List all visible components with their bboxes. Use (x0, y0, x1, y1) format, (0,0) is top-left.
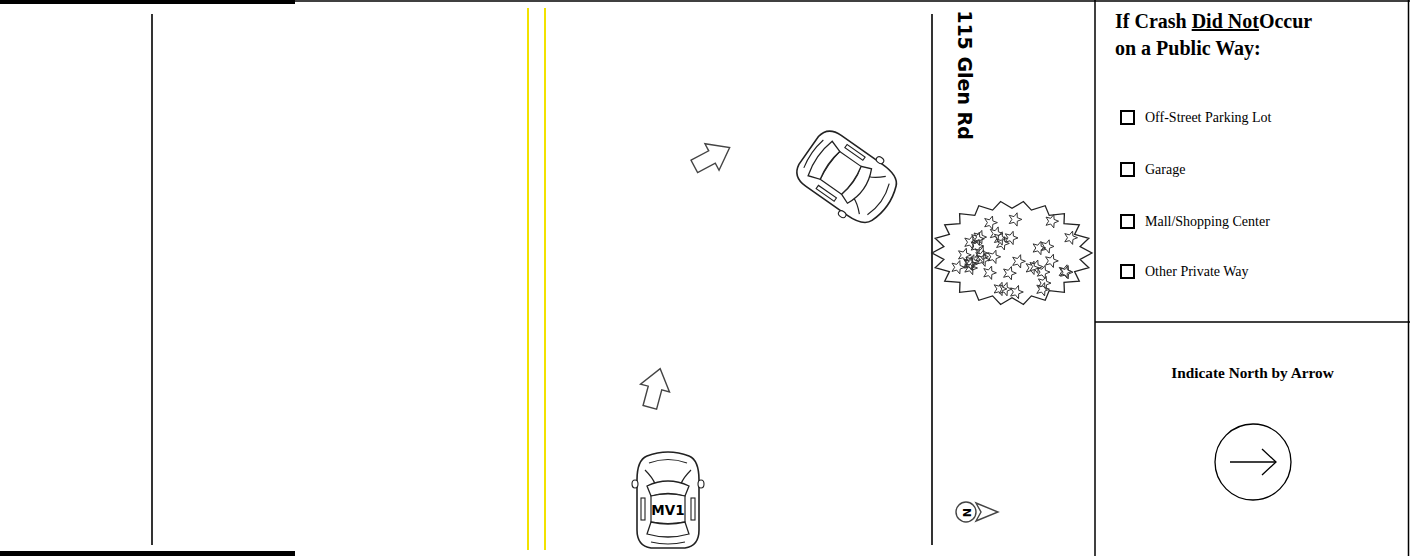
road-edge (931, 14, 933, 545)
bush-leaf (952, 261, 965, 274)
bush-leaf (1065, 231, 1078, 244)
bush-leaf (985, 216, 998, 229)
vehicle-label: MV1 (633, 501, 703, 519)
checkbox-option: Off-Street Parking Lot (1145, 109, 1272, 127)
north-arrow (1230, 461, 1276, 462)
heading-text: Occur (1259, 10, 1312, 32)
checkbox-option: Mall/Shopping Center (1145, 213, 1270, 231)
compass-letter: N (960, 507, 973, 516)
checkbox-option: Garage (1145, 161, 1185, 179)
vehicle-body (632, 452, 704, 548)
checkbox (1121, 265, 1134, 278)
direction-arrow (635, 365, 674, 411)
street-name: 115 Glen Rd (954, 10, 976, 140)
bush-leaf (1060, 266, 1073, 279)
road-edge (151, 14, 153, 545)
frame-bar (0, 0, 295, 4)
bush-leaf (999, 283, 1012, 296)
compass-pointer (976, 503, 998, 521)
center-line (544, 8, 546, 550)
frame-line (295, 0, 1410, 2)
heading-text: on a Public Way: (1115, 35, 1405, 62)
north-circle (1215, 424, 1291, 500)
bush-leaf (988, 250, 1001, 263)
north-arrow (1262, 449, 1276, 475)
bush-leaf (1005, 231, 1018, 244)
north-panel: Indicate North by Arrow (1095, 322, 1410, 556)
bush-leaf (1009, 213, 1022, 226)
emphasis-text: Did Not (1192, 10, 1259, 32)
checkbox-option: Other Private Way (1145, 263, 1249, 281)
panel-border (1408, 0, 1410, 556)
center-line (527, 8, 529, 550)
bush-leaf (984, 266, 997, 279)
panel-divider (1094, 0, 1096, 556)
panel-heading: If CrashDid NotOccur on a Public Way: (1115, 8, 1405, 62)
vehicle-mv1: MV1 (633, 450, 703, 550)
vehicle-2 (788, 121, 908, 235)
panel-heading: Indicate North by Arrow (1095, 362, 1410, 384)
heading-text: If Crash (1115, 10, 1187, 32)
checkbox (1121, 163, 1134, 176)
bush-leaf (1046, 254, 1059, 267)
compass-circle (956, 502, 976, 522)
bush-leaf (1011, 285, 1024, 298)
bush-leaf (1013, 255, 1026, 268)
frame-bar (0, 551, 295, 556)
bush-leaf (1038, 276, 1051, 289)
vehicle-outline (633, 450, 703, 550)
checkbox (1121, 111, 1134, 124)
direction-arrow (687, 134, 736, 179)
bush-outline (932, 202, 1092, 305)
bush-leaf (1041, 240, 1054, 253)
bush-leaf (1046, 215, 1059, 228)
bush-leaf (1026, 261, 1039, 274)
private-way-panel: If CrashDid NotOccur on a Public Way: Off-… (1095, 0, 1410, 322)
bush-leaf (974, 230, 987, 243)
bush-leaf (966, 255, 979, 268)
bush (932, 202, 1092, 305)
panel-divider (1095, 321, 1410, 323)
checkbox (1121, 215, 1134, 228)
bush-leaf (1004, 267, 1017, 280)
